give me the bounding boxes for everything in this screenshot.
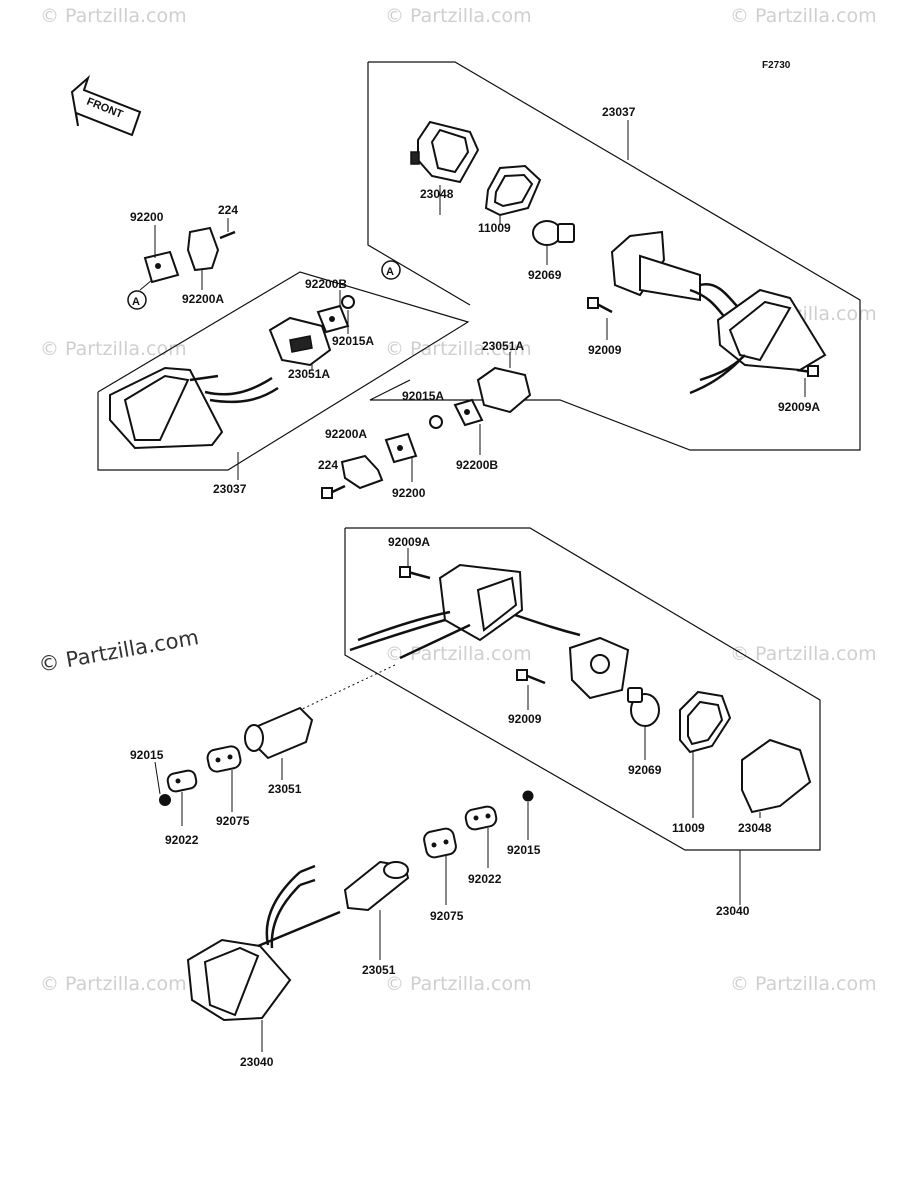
socket-23051A-mid-icon	[476, 366, 532, 414]
part-label: 92009	[588, 343, 622, 357]
watermark: © Partzilla.com	[730, 973, 877, 995]
bulb-92069-lower-icon	[627, 687, 660, 727]
watermark: © Partzilla.com	[40, 973, 187, 995]
part-label: 23051A	[482, 339, 524, 353]
watermark: © Partzilla.com	[385, 973, 532, 995]
group-outline-23037-top-left	[367, 62, 471, 306]
washer-92022-icon	[166, 769, 198, 793]
part-label: 92009A	[388, 535, 430, 549]
part-label: 23037	[213, 482, 247, 496]
watermarks: © Partzilla.com © Partzilla.com © Partzi…	[37, 5, 877, 995]
bracket-92200A-icon	[186, 226, 236, 272]
part-label: 11009	[478, 221, 511, 235]
part-label: 92009	[508, 712, 542, 726]
watermark: © Partzilla.com	[730, 643, 877, 665]
lens-23048-lower-icon	[741, 738, 812, 814]
bulb-92069-icon	[532, 220, 575, 246]
washer-92022-mid-icon	[464, 805, 498, 831]
part-label: 224	[218, 203, 238, 217]
figure-code: F2730	[762, 60, 791, 71]
part-label: 92015	[130, 748, 164, 762]
nut-92015-mid-icon	[522, 790, 534, 802]
bracket-92200A-mid-icon	[340, 454, 384, 490]
watermark: © Partzilla.com	[40, 5, 187, 27]
bracket-92200-icon	[143, 250, 180, 284]
part-label: 23051	[268, 782, 302, 796]
watermark: © Partzilla.com	[730, 5, 877, 27]
socket-23051-icon	[244, 706, 314, 760]
part-label: 92069	[528, 268, 562, 282]
part-label: 92015	[507, 843, 541, 857]
screw-224-mid-icon	[321, 484, 346, 499]
front-arrow-icon: FRONT	[70, 74, 142, 137]
part-label: 23040	[716, 904, 750, 918]
watermark: © Partzilla.com	[40, 338, 187, 360]
ref-marker-a-left: A	[127, 290, 147, 310]
part-label: 92015A	[402, 389, 444, 403]
group-outline-23040	[344, 527, 821, 851]
part-label: 23051A	[288, 367, 330, 381]
watermark-main: © Partzilla.com	[37, 625, 201, 677]
socket-23051A-icon	[268, 316, 332, 367]
part-label: 92075	[430, 909, 464, 923]
leader-line	[139, 279, 153, 291]
group-outline-23037-left	[97, 271, 470, 471]
svg-text:A: A	[132, 296, 140, 308]
svg-text:A: A	[386, 266, 394, 278]
watermark: © Partzilla.com	[385, 338, 532, 360]
screw-92009-icon	[587, 297, 613, 314]
part-label: 92200A	[325, 427, 367, 441]
part-label: 92009A	[778, 400, 820, 414]
part-label: 23048	[420, 187, 454, 201]
part-label: 92015A	[332, 334, 374, 348]
screw-92009-lower-icon	[516, 669, 546, 685]
part-label: 23037	[602, 105, 636, 119]
turn-signal-housing-23040-icon	[349, 563, 581, 660]
nut-92015A-mid-icon	[429, 415, 443, 429]
gasket-11009-icon	[484, 164, 542, 217]
socket-23051-bottom-icon	[343, 860, 410, 912]
part-label: 23048	[738, 821, 772, 835]
part-label: 92200A	[182, 292, 224, 306]
turn-signal-housing-23040-bottom-icon	[186, 864, 341, 1022]
gasket-11009-lower-icon	[679, 690, 732, 754]
screw-92009A-lower-icon	[399, 566, 431, 580]
screw-92009A-icon	[796, 365, 819, 377]
part-label: 92200	[130, 210, 164, 224]
turn-signal-housing-23037-icon	[610, 230, 827, 395]
part-label: 92022	[165, 833, 199, 847]
turn-signal-housing-23037-left-icon	[109, 366, 279, 450]
part-label: 92022	[468, 872, 502, 886]
plate-92200B-mid-icon	[453, 398, 484, 427]
nut-92015-icon	[159, 794, 171, 806]
part-label: 92200B	[305, 277, 347, 291]
part-label: 92075	[216, 814, 250, 828]
watermark: © Partzilla.com	[385, 5, 532, 27]
lens-23048-icon	[410, 120, 480, 184]
part-label: 23040	[240, 1055, 274, 1069]
part-label: 92200	[392, 486, 426, 500]
part-label: 92200B	[456, 458, 498, 472]
grommet-92075-mid-icon	[423, 827, 457, 859]
group-outline-23037-right	[368, 61, 861, 451]
ref-marker-a-center: A	[381, 260, 401, 280]
part-label: 92069	[628, 763, 662, 777]
nut-92015A-icon	[341, 295, 355, 309]
part-label: 224	[318, 458, 338, 472]
part-label: 23051	[362, 963, 396, 977]
alignment-line	[299, 664, 396, 711]
part-label: 11009	[672, 821, 705, 835]
part-labels: 23037 23048 11009 92069 92009 92009A 922…	[130, 105, 820, 1069]
grommet-92075-icon	[206, 745, 242, 773]
leader-line	[154, 761, 161, 795]
bracket-92200-mid-icon	[384, 432, 418, 464]
socket-holder-lower-icon	[568, 636, 630, 700]
